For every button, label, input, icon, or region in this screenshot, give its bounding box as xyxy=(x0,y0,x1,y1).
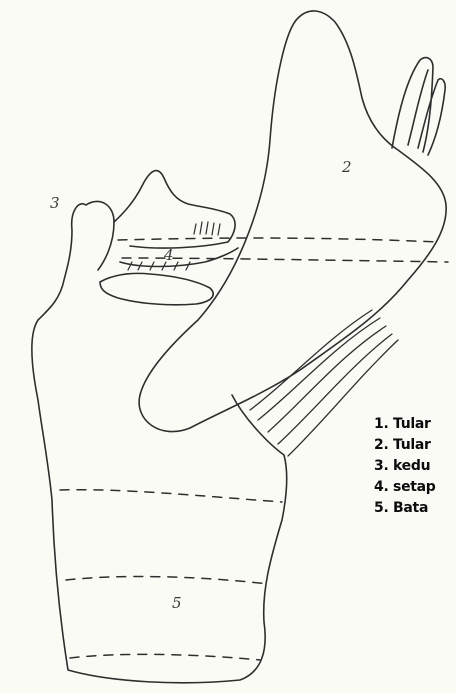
lower-body-inner-stroke xyxy=(86,201,114,270)
marker-2: 2 xyxy=(341,158,352,176)
legend-item-5: 5. Bata xyxy=(374,498,436,519)
small-cartilage-band xyxy=(120,248,238,267)
small-cartilage-top xyxy=(114,171,235,248)
marker-4: 4 xyxy=(163,246,174,264)
legend-item-4: 4. setap xyxy=(374,477,436,498)
legend-item-1: 1. Tular xyxy=(374,414,436,435)
small-cartilage-lower xyxy=(100,273,213,304)
legend-item-2: 2. Tular xyxy=(374,435,436,456)
marker-3: 3 xyxy=(50,194,60,212)
upper-cartilage-outline xyxy=(139,11,446,432)
lower-body-outline xyxy=(32,204,287,683)
legend-item-3: 3. kedu xyxy=(374,456,436,477)
marker-5: 5 xyxy=(172,594,182,612)
upper-right-strands xyxy=(392,58,445,155)
legend-list: 1. Tular 2. Tular 3. kedu 4. setap 5. Ba… xyxy=(374,414,436,519)
